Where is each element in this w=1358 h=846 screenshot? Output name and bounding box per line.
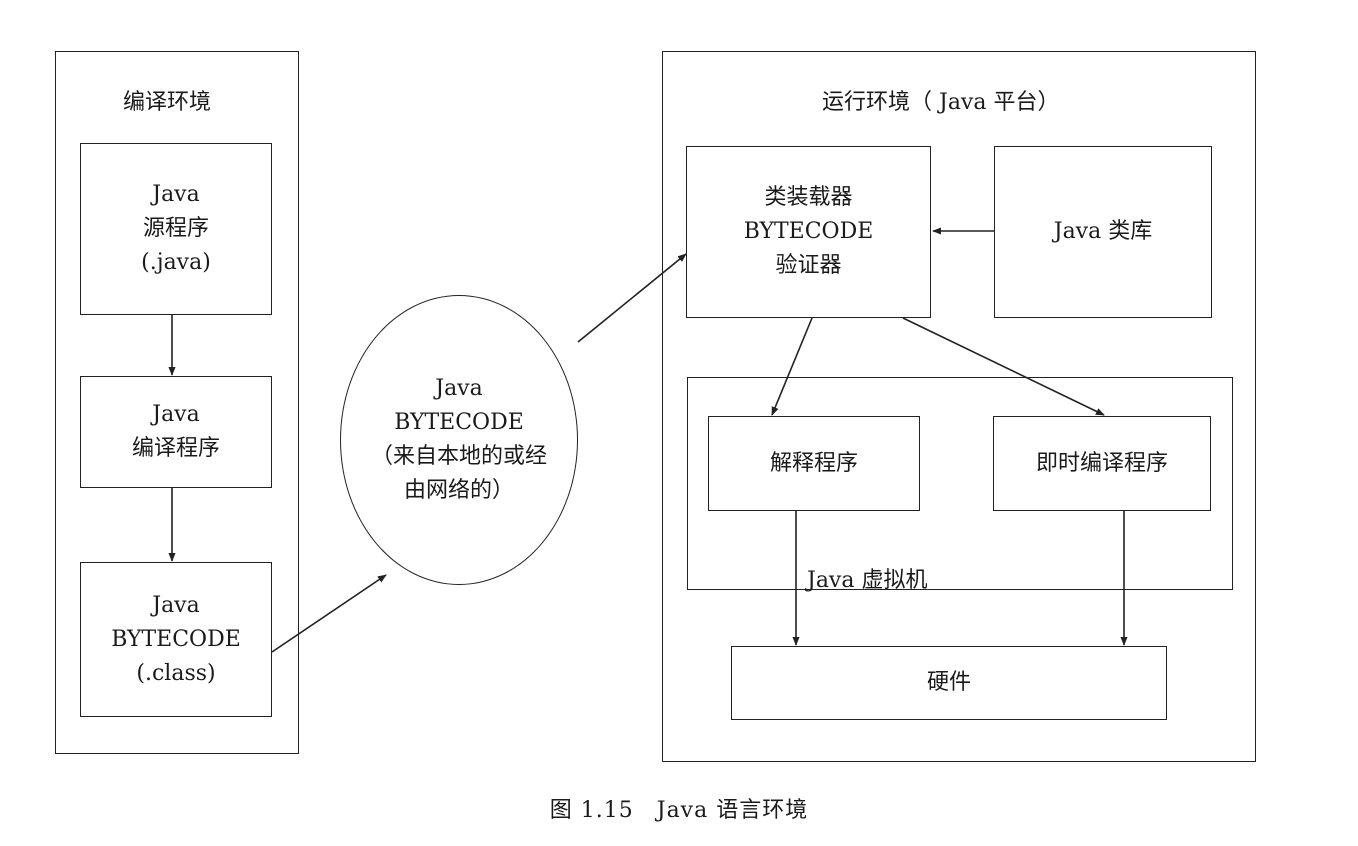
hardware-box: 硬件 <box>731 646 1167 720</box>
jit-compiler-label: 即时编译程序 <box>1035 450 1168 476</box>
java-source-line-3: (.java) <box>141 250 211 275</box>
java-bytecode-line-2: BYTECODE <box>111 626 241 652</box>
class-loader-line-1: 类装载器 <box>764 185 853 210</box>
compile-env-frame <box>55 51 299 754</box>
class-loader-line-2: BYTECODE <box>743 219 874 244</box>
jvm-label: Java 虚拟机 <box>807 568 928 593</box>
class-loader-line-3: 验证器 <box>775 253 842 278</box>
java-source-box: Java 源程序 (.java) <box>80 143 272 315</box>
compile-env-title: 编译环境 <box>123 90 212 115</box>
interpreter-box: 解释程序 <box>708 416 920 511</box>
hardware-label: 硬件 <box>926 670 971 695</box>
class-library-box: Java 类库 <box>994 146 1212 318</box>
java-compiler-line-1: Java <box>152 402 200 427</box>
java-bytecode-line-1: Java <box>152 592 200 618</box>
jit-compiler-box: 即时编译程序 <box>993 416 1211 511</box>
transfer-line-1: Java <box>435 376 483 401</box>
interpreter-label: 解释程序 <box>769 450 858 476</box>
class-loader-box: 类装载器 BYTECODE 验证器 <box>686 146 931 318</box>
transfer-line-4: 由网络的） <box>403 478 514 503</box>
class-library-label: Java 类库 <box>1053 219 1153 244</box>
java-bytecode-line-3: (.class) <box>136 660 216 686</box>
runtime-env-title: 运行环境（ Java 平台） <box>822 90 1060 115</box>
figure-caption: 图 1.15 Java 语言环境 <box>549 798 809 823</box>
java-compiler-line-2: 编译程序 <box>131 436 220 461</box>
java-compiler-box: Java 编译程序 <box>80 376 272 488</box>
java-bytecode-box: Java BYTECODE (.class) <box>80 562 272 717</box>
bytecode-transfer-ellipse: Java BYTECODE （来自本地的或经 由网络的） <box>340 295 578 585</box>
java-source-line-1: Java <box>152 182 200 207</box>
runtime-env-frame <box>662 51 1256 762</box>
transfer-line-2: BYTECODE <box>394 410 524 435</box>
transfer-line-3: （来自本地的或经 <box>370 444 547 469</box>
java-source-line-2: 源程序 <box>142 216 209 241</box>
